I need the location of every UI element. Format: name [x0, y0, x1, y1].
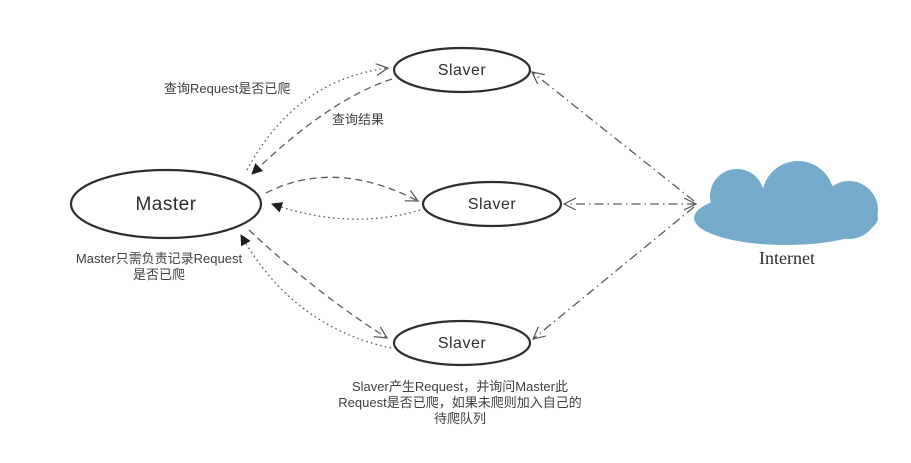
arrow-internet-to-slaver-bottom — [533, 206, 695, 339]
arrow-query-result — [251, 78, 393, 175]
arrow-query-request — [246, 68, 388, 171]
slaver-top-node-ellipse — [392, 46, 532, 94]
arrow-slaver-middle-to-master — [271, 202, 421, 220]
arrow-slaver-bottom-to-master — [240, 234, 392, 349]
annotation-query-request: 查询Request是否已爬 — [164, 81, 291, 96]
connectors — [240, 68, 696, 349]
annotation-slaver-note: Slaver产生Request，并询问Master此 Request是否已爬，如… — [338, 379, 582, 426]
slaver-middle-node-label: Slaver — [467, 196, 517, 213]
master-node-label: Master — [135, 194, 197, 215]
arrow-internet-to-slaver-top — [532, 72, 695, 202]
annotation-master-note: Master只需负责记录Request 是否已爬 — [75, 251, 243, 282]
slaver-middle-node-ellipse — [421, 180, 563, 228]
internet-cloud — [694, 161, 878, 245]
nodes — [69, 46, 563, 367]
annotation-query-result: 查询结果 — [332, 112, 385, 127]
master-node-ellipse — [69, 168, 263, 240]
slaver-bottom-node-label: Slaver — [437, 335, 487, 352]
slaver-bottom-node-ellipse — [392, 319, 532, 367]
arrow-master-to-slaver-bottom — [248, 229, 387, 338]
slaver-top-node-label: Slaver — [437, 62, 487, 79]
internet-node-label: Internet — [759, 248, 815, 268]
arrow-master-to-slaver-middle — [265, 176, 418, 201]
